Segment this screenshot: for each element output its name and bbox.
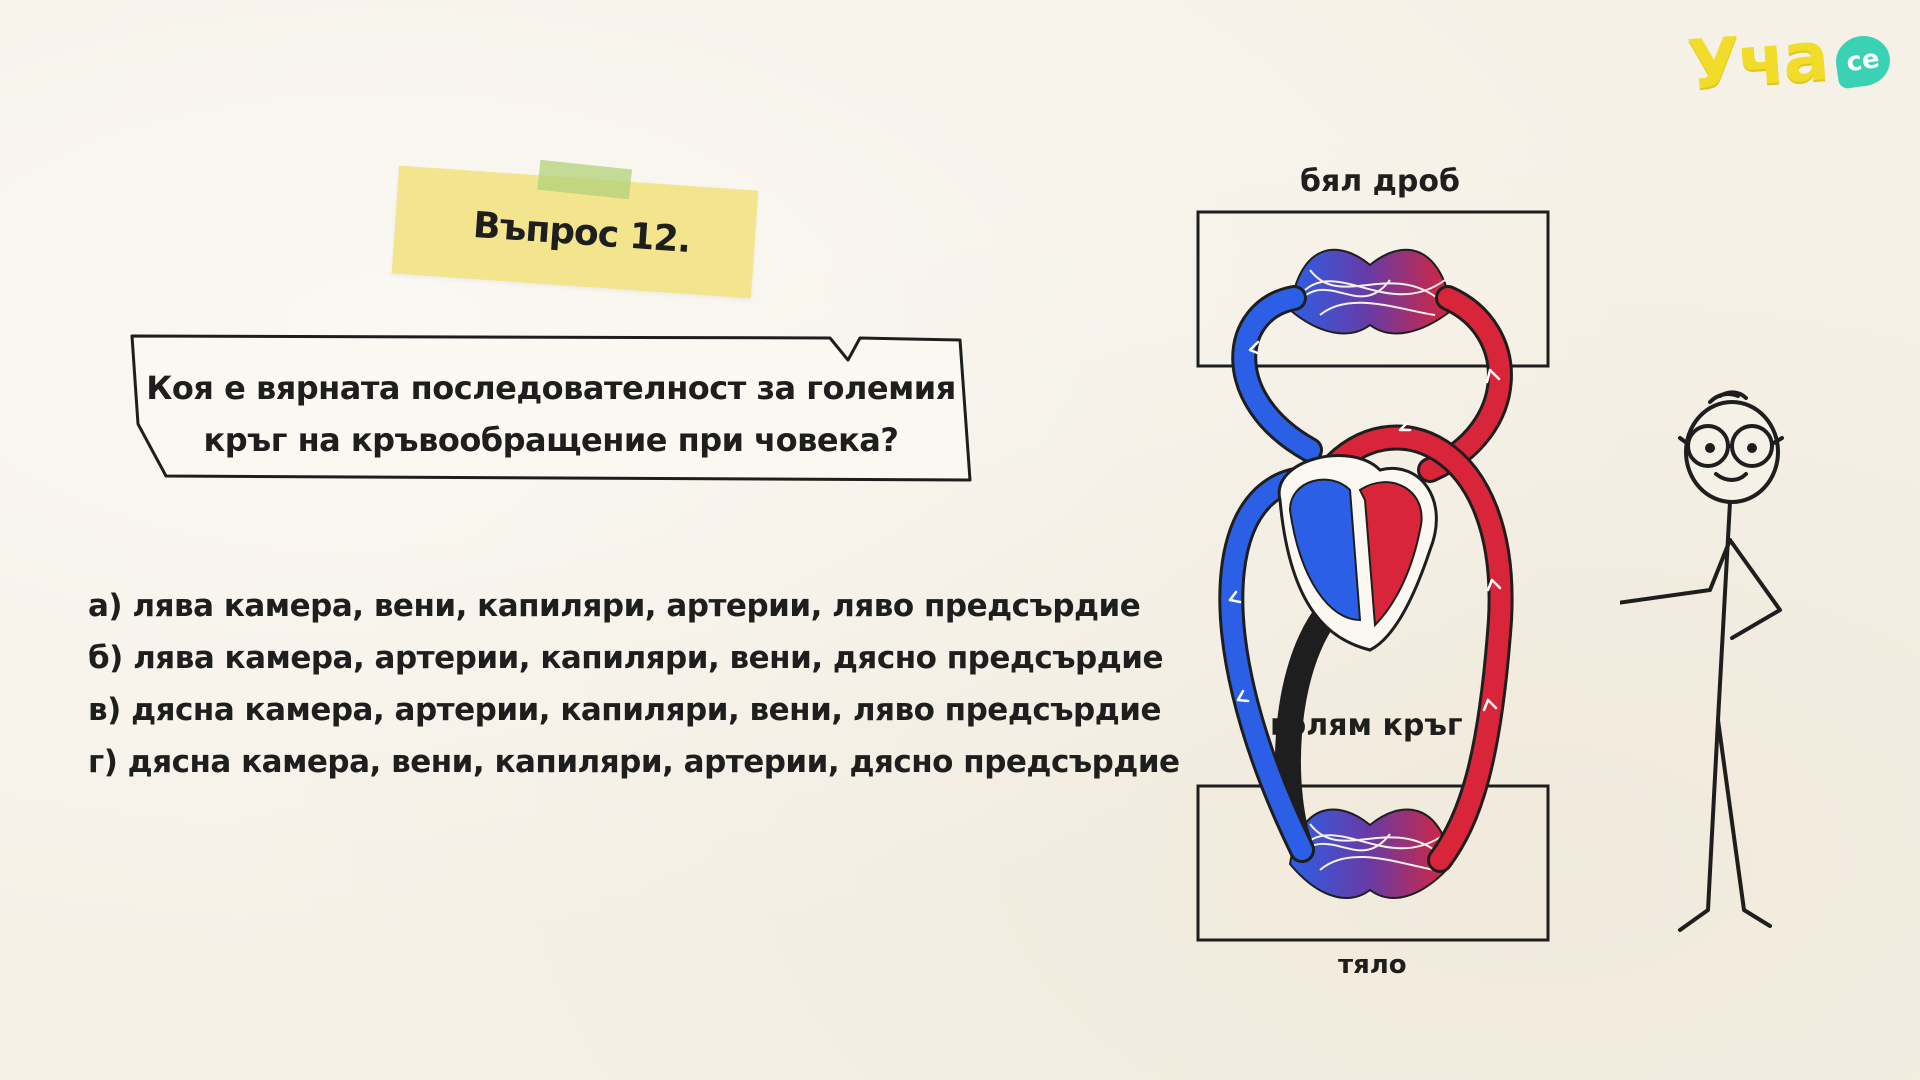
question-line-1: Коя е вярната последователност за големи… [146,369,956,407]
stick-figure-icon [1608,390,1784,932]
ucha-se-logo: Уча се [1685,17,1898,112]
question-line-2: кръг на кръвообращение при човека? [203,421,899,459]
lungs-label: бял дроб [1300,164,1460,199]
stick-figure-presenter [1608,390,1850,970]
answer-a[interactable]: а) лява камера, вени, капиляри, артерии,… [88,588,1141,624]
question-speech-bubble: Коя е вярната последователност за големи… [130,334,972,484]
aorta [1320,427,1511,870]
question-number-label: Въпрос 12. [471,204,692,262]
question-text: Коя е вярната последователност за големи… [130,362,972,466]
flow-arrows [1228,340,1502,712]
body-box [1196,784,1550,942]
answer-b[interactable]: б) лява камера, артерии, капиляри, вени,… [88,640,1164,676]
heart [1277,454,1438,652]
circulation-diagram: бял дроб [1190,160,1570,1000]
left-heart [1358,481,1423,628]
body-capillary-bed [1288,808,1454,899]
logo-text: Уча [1685,17,1830,106]
body-label: тяло [1338,950,1407,980]
right-heart [1288,478,1362,622]
answer-c[interactable]: в) дясна камера, артерии, капиляри, вени… [88,692,1162,728]
answer-list: а) лява камера, вени, капиляри, артерии,… [88,580,1180,788]
answer-d[interactable]: г) дясна камера, вени, капиляри, артерии… [88,744,1180,780]
circulation-drawing [1196,210,1550,942]
pulmonary-artery [1234,288,1320,460]
systemic-circuit-label: голям кръг [1270,708,1463,743]
lung-capillary-bed [1288,248,1454,335]
logo-badge: се [1832,32,1894,90]
lungs-box [1196,210,1550,368]
speech-bubble-outline [130,334,972,482]
